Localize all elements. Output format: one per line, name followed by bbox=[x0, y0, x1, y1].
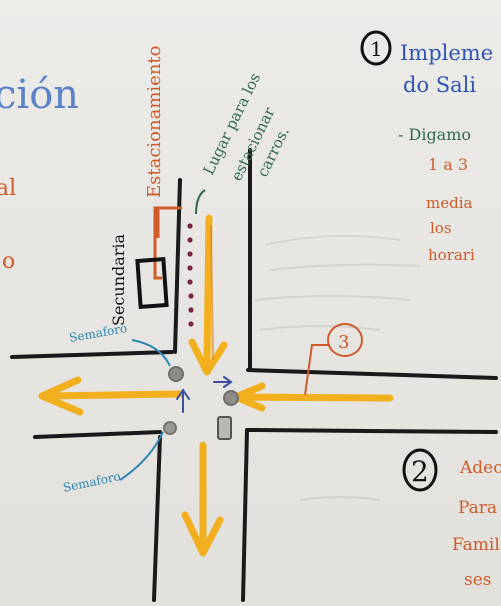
school-building-icon bbox=[135, 257, 169, 309]
note1-sub5: horari bbox=[428, 246, 475, 264]
margin-fragment-2: o bbox=[2, 249, 15, 274]
arrow-left-icon bbox=[44, 390, 184, 400]
note1-number: 1 bbox=[370, 37, 383, 61]
note1-line1: Impleme bbox=[400, 41, 493, 65]
show-through-marks bbox=[254, 235, 421, 501]
title-fragment: ción bbox=[0, 72, 79, 118]
blue-direction-arrows bbox=[176, 376, 233, 413]
parking-marker bbox=[153, 206, 182, 280]
road-left-top-edge bbox=[10, 350, 174, 359]
road-left-bottom-edge bbox=[33, 430, 162, 439]
roads bbox=[10, 148, 498, 602]
note2-line3: Famil bbox=[452, 535, 500, 555]
note2-line1: Adec bbox=[459, 458, 501, 478]
traffic-light-right-icon bbox=[223, 390, 239, 406]
label-semaforo-top: Semaforo bbox=[68, 321, 128, 345]
road-bottom-left-edge bbox=[152, 435, 162, 602]
note1-sub2: 1 a 3 bbox=[428, 155, 468, 174]
road-top-left-edge bbox=[173, 178, 182, 354]
traffic-light-top-icon bbox=[168, 366, 184, 382]
label-estacionamiento: Estacionamiento bbox=[144, 46, 165, 198]
note1-sub3: media bbox=[426, 194, 473, 212]
pointer-lines bbox=[119, 189, 330, 481]
label-semaforo-bottom: Semaforo bbox=[62, 469, 122, 495]
margin-fragment-1: al bbox=[0, 176, 16, 201]
note2-line4: ses bbox=[464, 570, 492, 590]
parking-dots bbox=[187, 223, 194, 327]
traffic-arrows bbox=[38, 214, 394, 557]
road-right-top-edge bbox=[246, 368, 498, 380]
note2-number: 2 bbox=[411, 455, 429, 488]
arrow-left-right-road-icon bbox=[236, 393, 394, 402]
note2-line2: Para bbox=[458, 498, 497, 518]
label-secundaria: Secundaria bbox=[109, 233, 128, 326]
road-right-bottom-edge bbox=[246, 428, 498, 434]
note1-sub1: - Digamo bbox=[398, 125, 471, 144]
note-numbers bbox=[327, 30, 438, 492]
arrow-down-top-icon bbox=[203, 214, 213, 369]
note1-sub4: los bbox=[430, 219, 452, 237]
note3-number: 3 bbox=[338, 332, 349, 353]
traffic-light-bottom-icon bbox=[163, 421, 177, 435]
note1-line2: do Sali bbox=[403, 73, 476, 97]
road-bottom-right-edge bbox=[241, 428, 249, 602]
traffic-box-icon bbox=[217, 416, 232, 440]
